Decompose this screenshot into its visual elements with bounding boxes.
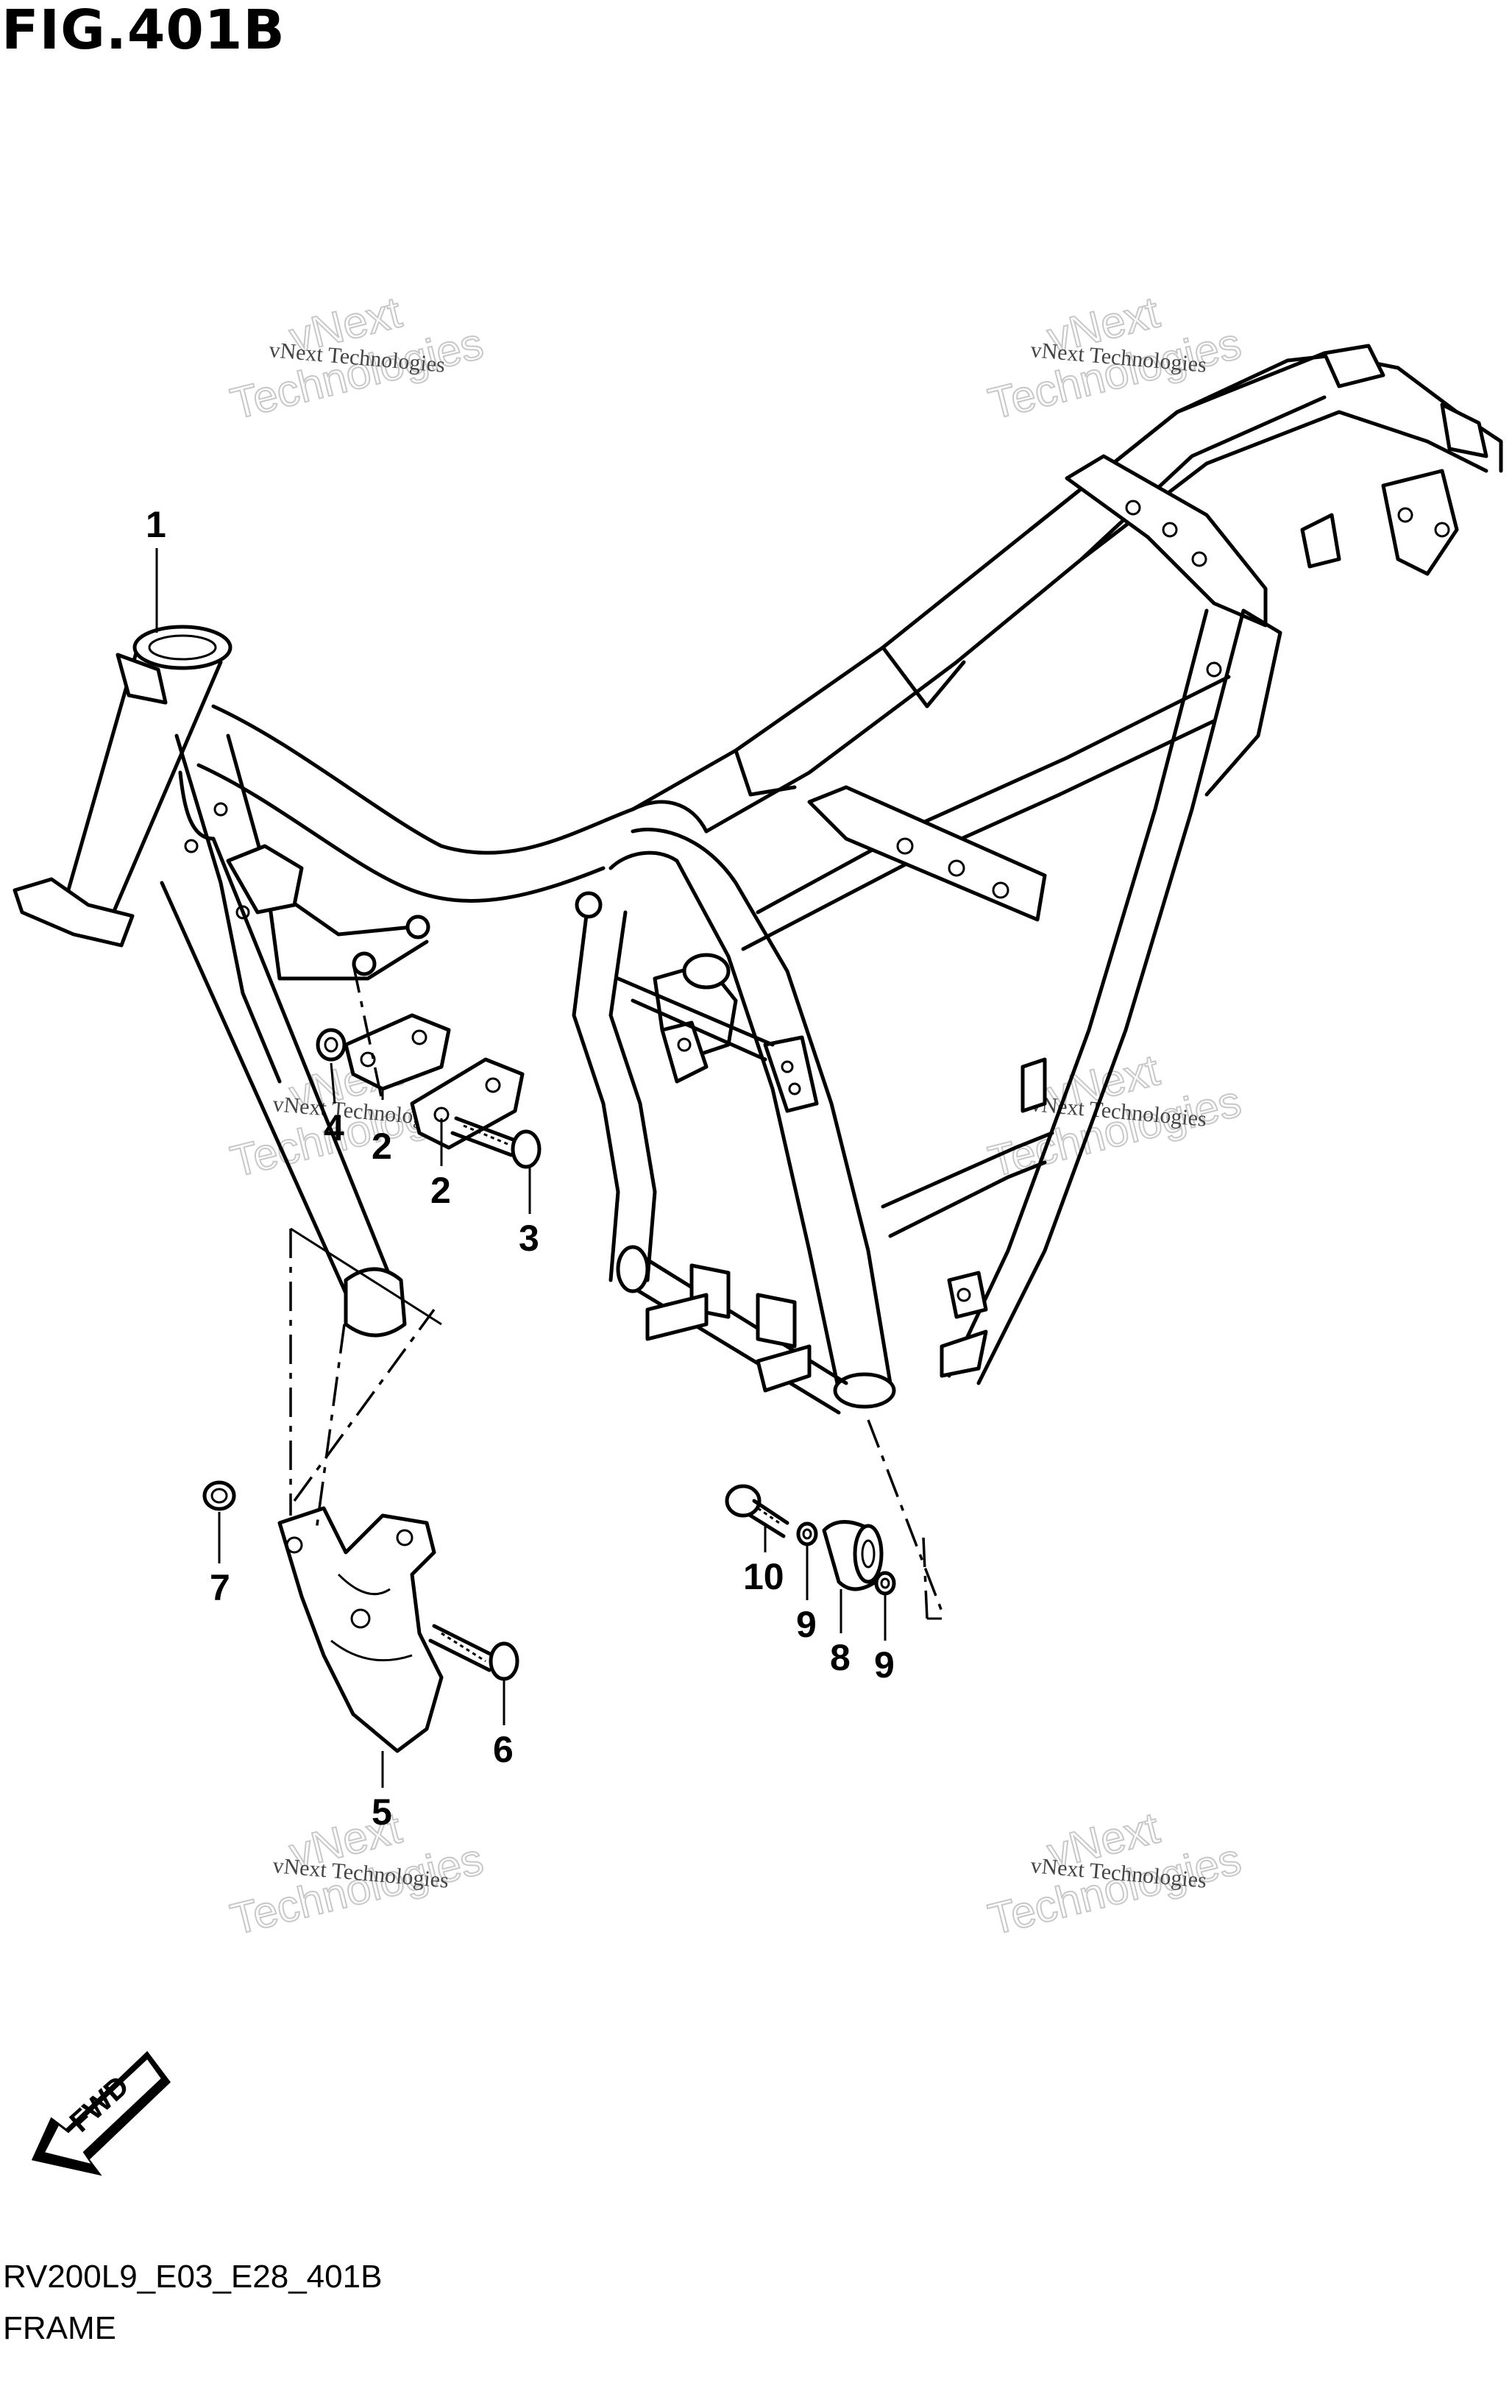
callout-9b: 9 [874, 1644, 895, 1686]
section-name: FRAME [3, 2310, 116, 2346]
leaders [155, 548, 887, 1788]
head-pipe [13, 625, 233, 948]
diagram-code: RV200L9_E03_E28_401B [3, 2259, 383, 2295]
fwd-arrow-icon: FWD [31, 2050, 171, 2176]
watermark: Technologies vNext vNext Technologies [225, 1802, 489, 1944]
bushing-8 [822, 1520, 884, 1591]
callout-3: 3 [519, 1218, 539, 1259]
bolt-10 [725, 1484, 789, 1538]
bolt-3 [450, 1116, 542, 1169]
bolt-6 [428, 1624, 519, 1681]
watermark: Technologies vNext vNext Technologies [983, 286, 1246, 429]
nut-4 [316, 1028, 347, 1062]
callout-numbers: 1 2 2 3 4 5 6 7 8 9 9 10 [146, 504, 895, 1833]
washer-9a [796, 1521, 818, 1546]
nut-7 [202, 1480, 236, 1511]
engine-mount-plates [344, 1013, 525, 1150]
callout-5: 5 [372, 1791, 392, 1833]
callout-2a: 2 [372, 1126, 392, 1167]
callout-10: 10 [743, 1556, 784, 1597]
main-frame [13, 344, 1503, 1415]
callout-2b: 2 [430, 1170, 451, 1211]
callout-1: 1 [146, 504, 166, 545]
figure-title: FIG.401B [1, 0, 285, 62]
bracket-5 [277, 1506, 444, 1753]
watermark: Technologies vNext vNext Technologies [983, 1802, 1246, 1944]
assembly-lines [289, 963, 943, 1620]
watermark: Technologies vNext vNext Technologies [225, 286, 489, 429]
callout-8: 8 [830, 1637, 851, 1678]
washer-9b [874, 1571, 896, 1596]
callout-7: 7 [210, 1567, 230, 1608]
callout-9a: 9 [796, 1604, 817, 1645]
callout-4: 4 [324, 1107, 344, 1148]
callout-6: 6 [493, 1729, 514, 1770]
